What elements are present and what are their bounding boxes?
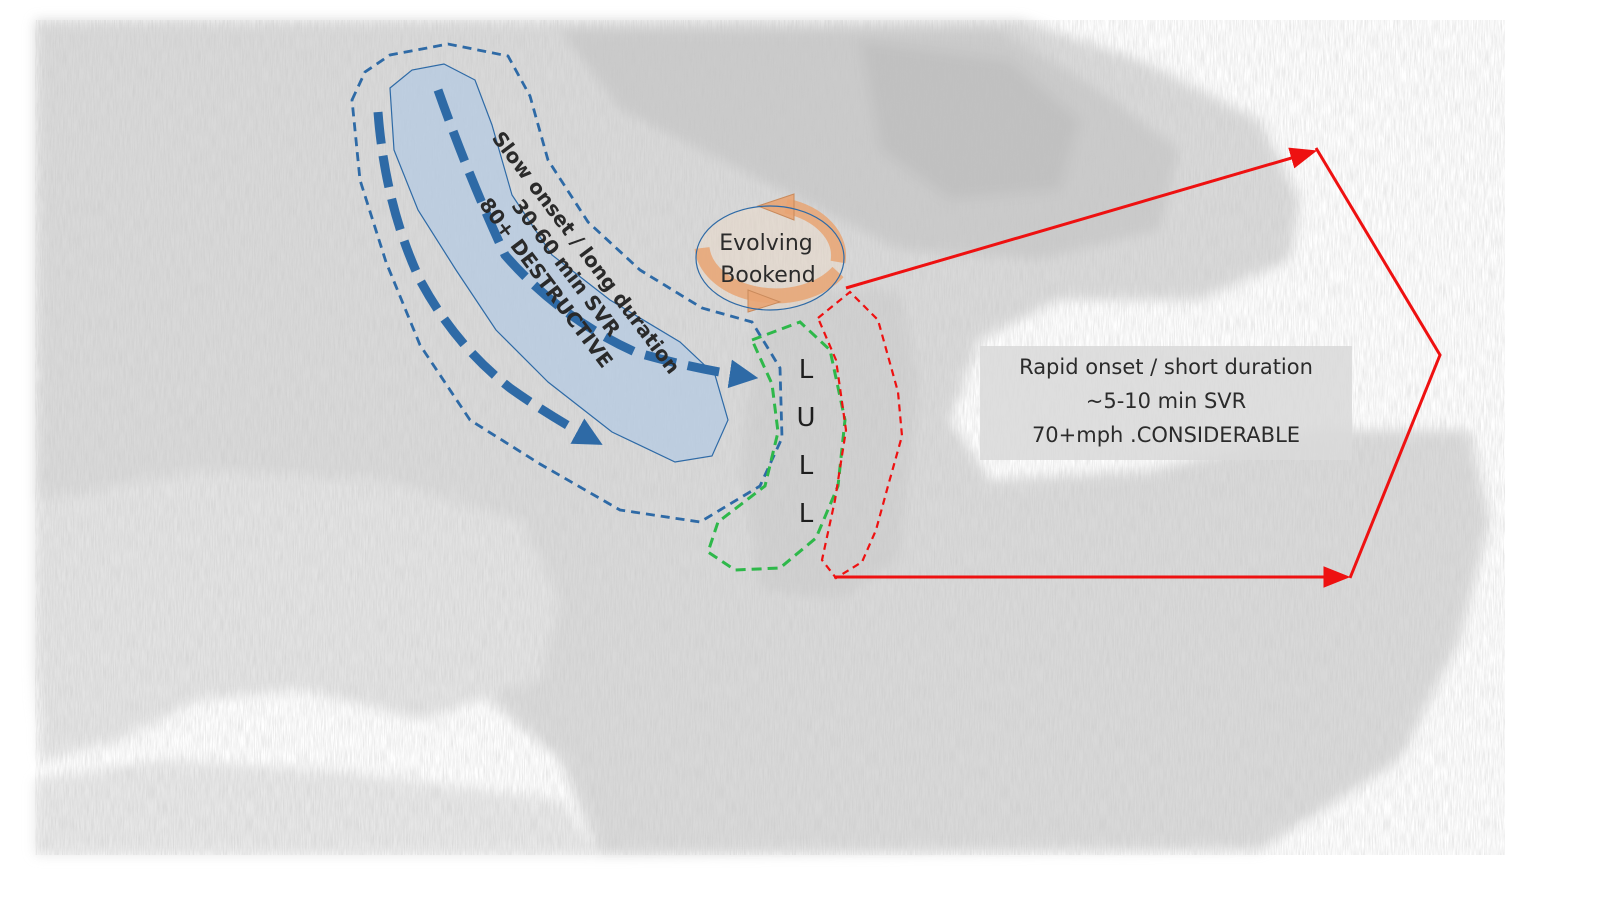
rapid-zone-line3: 70+mph .CONSIDERABLE bbox=[1032, 423, 1300, 447]
lull-letter-4: L bbox=[799, 499, 814, 529]
slow-zone-shaded-core bbox=[389, 63, 729, 463]
rapid-zone-line2: ~5-10 min SVR bbox=[1086, 389, 1247, 413]
bookend-line1: Evolving bbox=[719, 231, 813, 256]
bookend-line2: Bookend bbox=[720, 263, 815, 288]
rapid-zone-upper-bound bbox=[845, 147, 1318, 290]
lull-letter-3: L bbox=[799, 451, 814, 481]
evolving-bookend: Evolving Bookend bbox=[694, 193, 847, 313]
lull-letter-2: U bbox=[796, 403, 815, 433]
rapid-zone-line1: Rapid onset / short duration bbox=[1019, 355, 1313, 379]
curved-arrow-icon bbox=[373, 111, 603, 445]
rapid-zone-right-bound bbox=[1314, 147, 1442, 579]
lull-dashed-outline bbox=[706, 320, 847, 572]
lull-letter-1: L bbox=[799, 355, 814, 385]
lull-zone: L U L L bbox=[706, 320, 847, 572]
rapid-zone-dashed-outline bbox=[816, 290, 904, 580]
rapid-zone-label-box bbox=[980, 346, 1352, 460]
curved-arrow-icon bbox=[433, 88, 759, 389]
rapid-onset-zone: Rapid onset / short duration ~5-10 min S… bbox=[816, 147, 1442, 588]
circular-rotation-arrow-icon bbox=[694, 193, 847, 313]
arrow-icon bbox=[845, 147, 1318, 290]
slow-zone-dashed-outline bbox=[350, 42, 784, 524]
